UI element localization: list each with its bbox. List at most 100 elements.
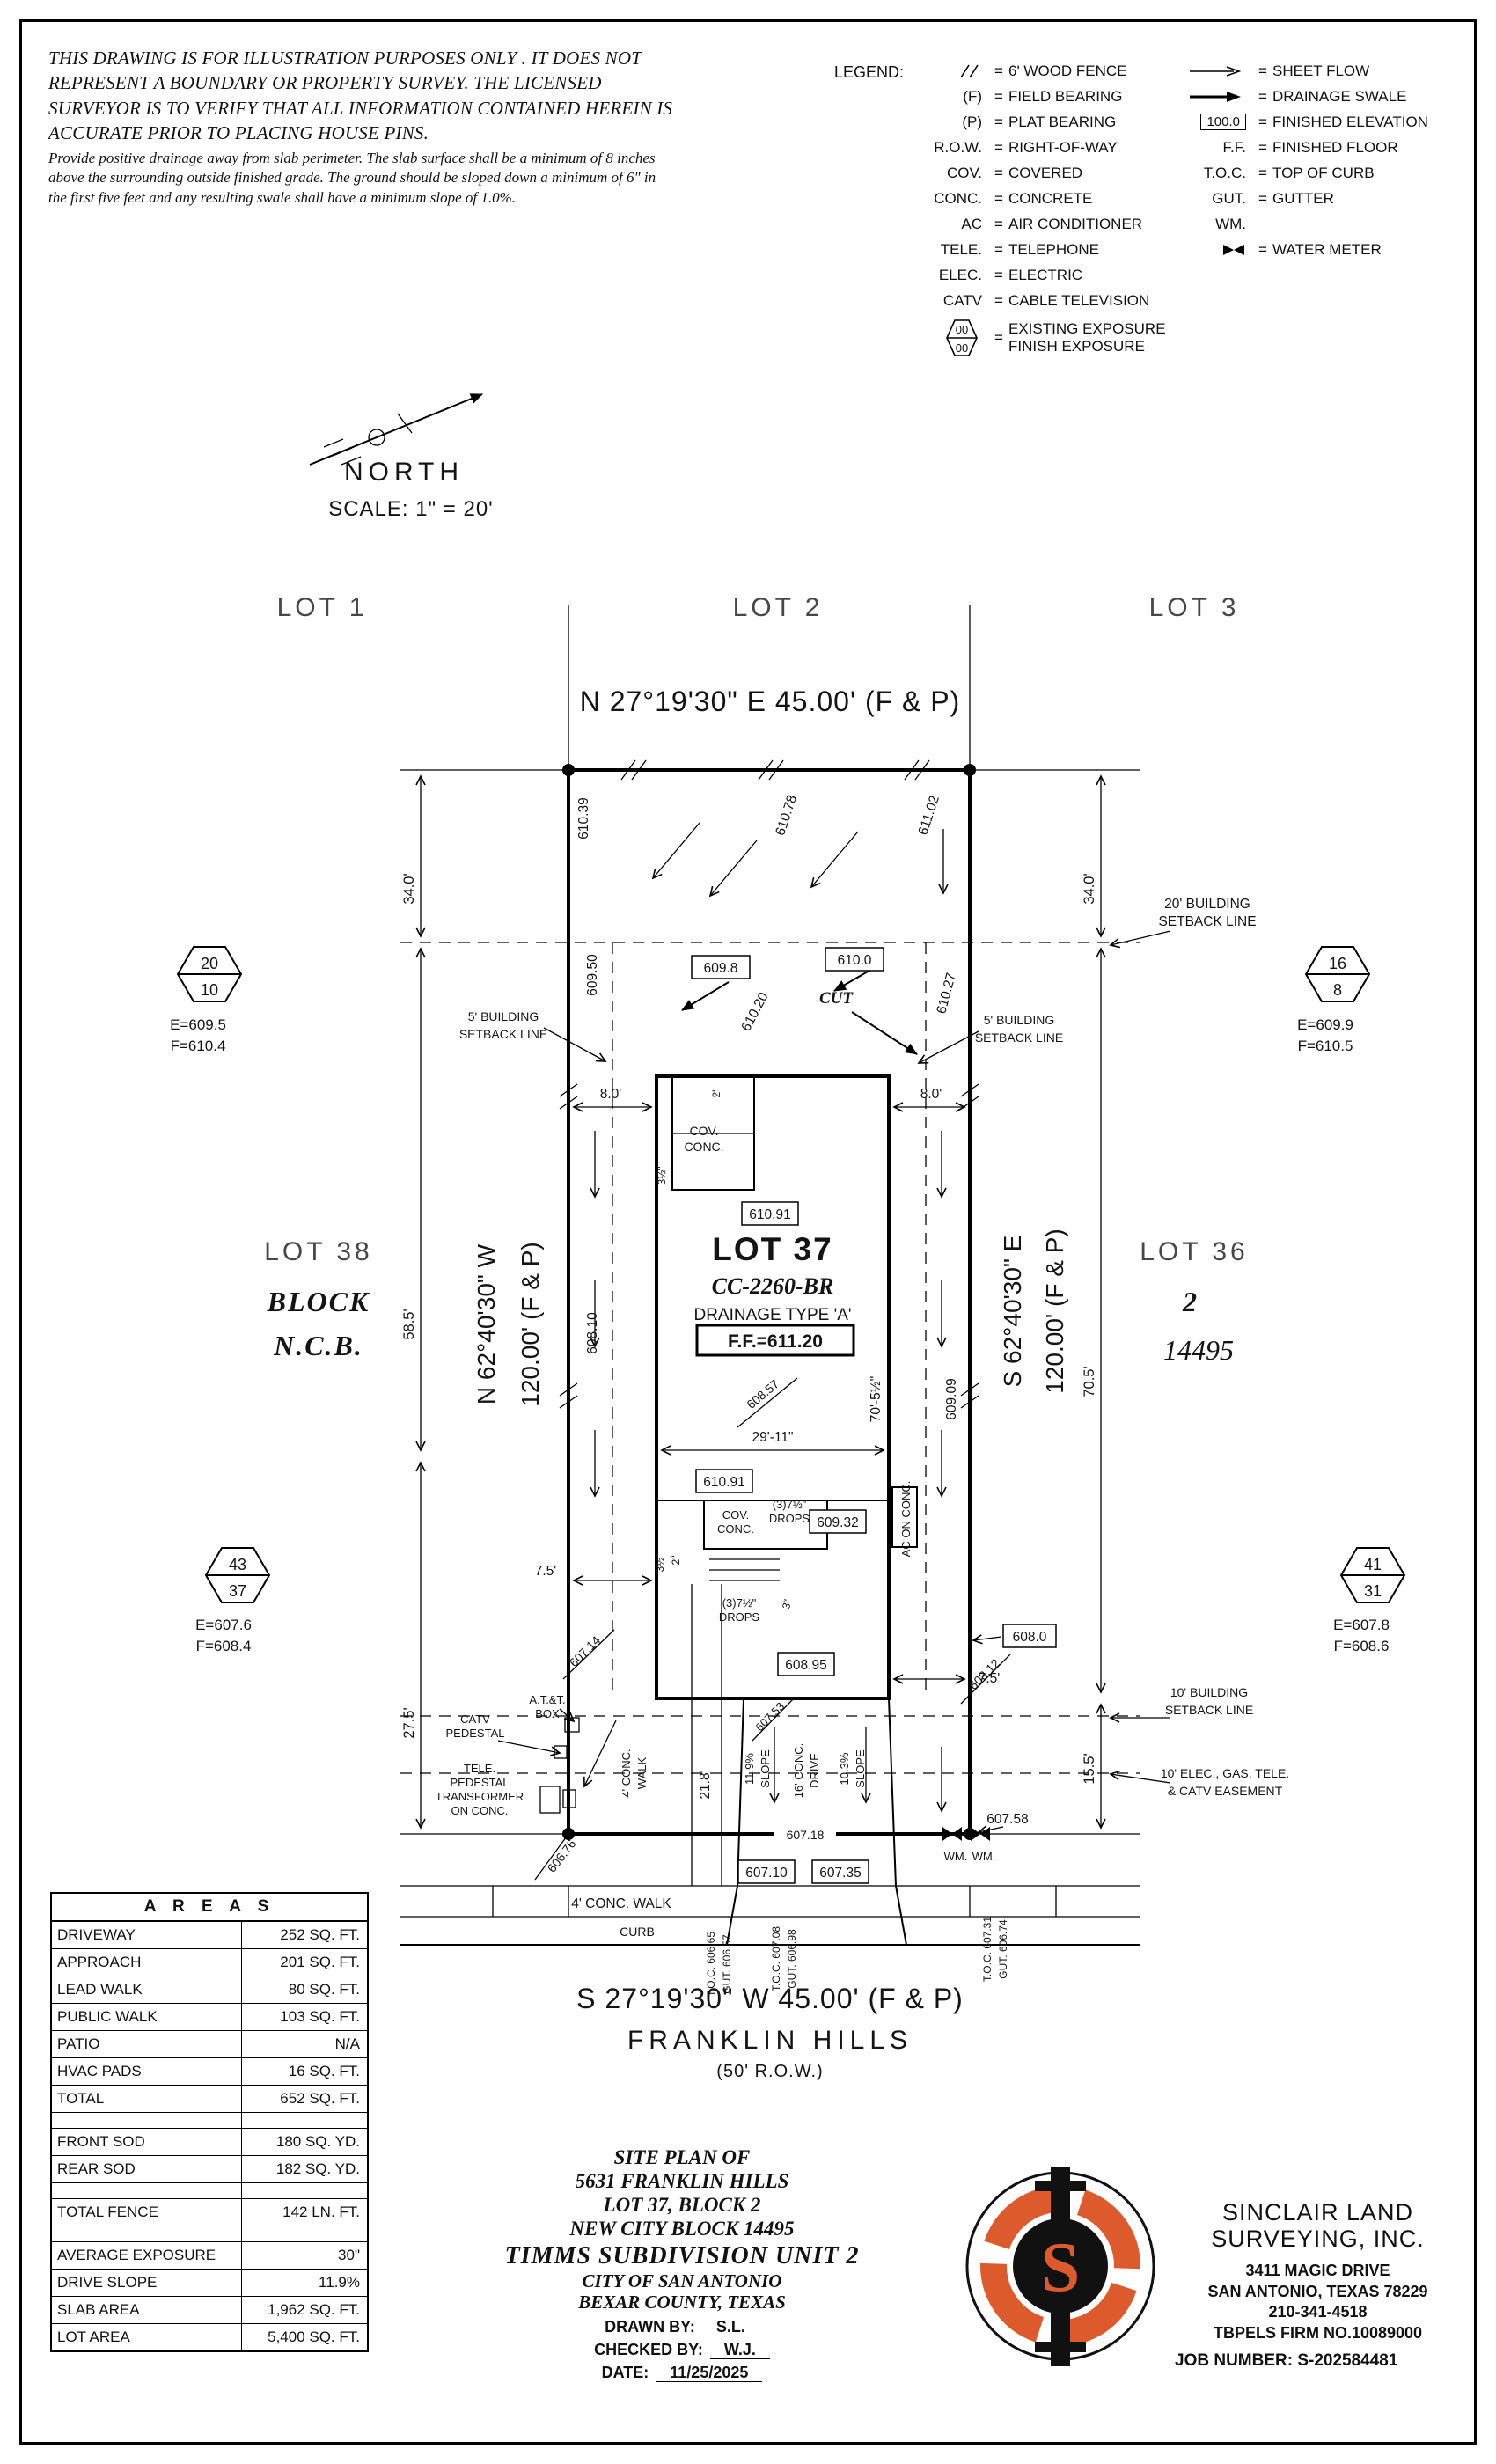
firm-license: TBPELS FIRM NO.10089000 xyxy=(1213,2323,1423,2342)
scale-label: SCALE: 1" = 20' xyxy=(328,497,494,521)
date-line: DATE:11/25/2025 xyxy=(480,2364,884,2383)
boxed-elevations: 609.8 610.0 610.91 610.91 609.32 608.0 6… xyxy=(691,947,1057,1884)
legend-row: 100.0 = FINISHED ELEVATION xyxy=(1170,109,1461,135)
ncb-number: 14495 xyxy=(1163,1334,1234,1366)
covered-concrete-label: CONC. xyxy=(717,1522,754,1536)
catv-pedestal-label: PEDESTAL xyxy=(446,1727,505,1740)
dimension-label: 15.5' xyxy=(1082,1753,1097,1784)
equals-sign: = xyxy=(1258,113,1267,130)
lead-walk-label: WALK xyxy=(635,1756,649,1789)
spot-elevation: 607.14 xyxy=(567,1633,604,1670)
spot-elevation: 606.76 xyxy=(545,1837,579,1875)
gutter-label: GUT. 606.57 xyxy=(721,1934,733,1994)
water-meter-label: WM. xyxy=(972,1850,996,1863)
concrete-drive-label: 16' CONC. xyxy=(792,1743,805,1798)
spot-elevation: 610.39 xyxy=(576,797,591,839)
east-boundary-distance: 120.00' (F & P) xyxy=(1041,1228,1068,1393)
finished-elevation-box-icon: 100.0 xyxy=(1170,114,1253,130)
dimension-label: 3½" xyxy=(654,1554,666,1573)
gutter-label: GUT. 606.98 xyxy=(786,1929,798,1989)
drainage-swale-arrow-icon xyxy=(1170,91,1253,103)
sinclair-logo: S xyxy=(965,2167,1155,2366)
steps-label: (3)7½" xyxy=(722,1596,757,1610)
covered-concrete-label: COV. xyxy=(690,1124,719,1138)
legend-row: WM. xyxy=(1170,211,1461,237)
exposure-marker-se: 41 31 E=607.8 F=608.6 xyxy=(1333,1547,1406,1654)
legend-symbol: ELEC. xyxy=(938,266,982,283)
title-address: 5631 FRANKLIN HILLS xyxy=(575,2170,789,2193)
legend-row: = SHEET FLOW xyxy=(1170,58,1461,84)
legend-text: CONCRETE xyxy=(1008,189,1093,207)
drive-slope-label: 10.3% xyxy=(838,1752,851,1785)
equals-sign: = xyxy=(1258,240,1267,258)
lot1-label: LOT 1 xyxy=(277,593,368,622)
label-leaders xyxy=(497,930,1171,1836)
legend-row: GUT. = GUTTER xyxy=(1170,186,1461,211)
covered-concrete-label: CONC. xyxy=(684,1140,723,1154)
legend-column-right: = SHEET FLOW = DRAINAGE SWALE 100.0 = FI… xyxy=(1170,58,1461,262)
equals-sign: = xyxy=(1258,138,1267,156)
lot3-label: LOT 3 xyxy=(1149,593,1240,622)
exposure-finish-value: 8 xyxy=(1333,981,1342,999)
elevation-label: 609.32 xyxy=(817,1515,858,1530)
table-row-spacer xyxy=(52,2226,367,2242)
spot-elevation: 607.58 xyxy=(986,1812,1028,1827)
legend-text: EXISTING EXPOSURE FINISH EXPOSURE xyxy=(1008,320,1166,355)
elevation-label: 608.95 xyxy=(785,1658,826,1673)
exposure-finish-value: 31 xyxy=(1364,1582,1382,1600)
west-boundary-bearing: N 62°40'30" W xyxy=(473,1243,500,1404)
legend-text: FIELD BEARING xyxy=(1008,87,1123,105)
elevation-label: 607.35 xyxy=(819,1866,861,1881)
legend-symbol: AC xyxy=(961,215,982,232)
exposure-hexagon-icon: 00 00 xyxy=(906,315,989,361)
north-arrow xyxy=(309,393,483,466)
lead-walk-label: 4' CONC. xyxy=(620,1749,633,1797)
firm-phone: 210-341-4518 xyxy=(1268,2303,1368,2321)
south-boundary-bearing: S 27°19'30" W 45.00' (F & P) xyxy=(576,1983,964,2014)
gutter-label: GUT. 606.74 xyxy=(997,1919,1009,1979)
equals-sign: = xyxy=(1258,164,1267,181)
existing-elevation-label: E=609.5 xyxy=(170,1016,226,1033)
dimension-label: 3½" xyxy=(656,1167,668,1185)
spot-elevation: 607.18 xyxy=(787,1828,825,1842)
finish-elevation-label: F=608.6 xyxy=(1334,1638,1390,1654)
legend-symbol: CATV xyxy=(942,291,982,309)
dimension-label: 8.0' xyxy=(600,1087,622,1102)
elevation-label: 610.0 xyxy=(838,953,872,968)
legend-symbol: (F) xyxy=(963,87,982,105)
legend-column-left: = 6' WOOD FENCE (F) = FIELD BEARING (P) … xyxy=(906,58,1170,363)
title-county: BEXAR COUNTY, TEXAS xyxy=(578,2292,786,2314)
setback20-label: SETBACK LINE xyxy=(1158,914,1256,929)
checked-by-value: W.J. xyxy=(709,2341,770,2360)
exposure-finish-value: 10 xyxy=(201,981,218,999)
legend-symbol: GUT. xyxy=(1212,189,1246,207)
elevation-label: 608.0 xyxy=(1013,1630,1047,1645)
legend-row: TELE. = TELEPHONE xyxy=(906,237,1170,262)
easement-label: & CATV EASEMENT xyxy=(1168,1784,1283,1798)
exposure-marker-ne: 16 8 E=609.9 F=610.5 xyxy=(1297,946,1371,1054)
title-subdivision: TIMMS SUBDIVISION UNIT 2 xyxy=(504,2241,860,2270)
easement-label: 10' ELEC., GAS, TELE. xyxy=(1161,1766,1289,1780)
tele-pedestal-label: TELE. xyxy=(464,1762,495,1775)
dimension-label: 34.0' xyxy=(401,873,417,904)
drawn-by-label: DRAWN BY: xyxy=(605,2318,695,2336)
spot-elevation: 609.50 xyxy=(585,954,600,996)
dimension-label: 7.5' xyxy=(535,1564,557,1579)
legend-symbol: COV. xyxy=(946,164,982,181)
equals-sign: = xyxy=(1258,87,1267,105)
legend-text: GUTTER xyxy=(1272,189,1334,207)
steps-label: DROPS xyxy=(769,1512,810,1525)
drawn-by-line: DRAWN BY:S.L. xyxy=(480,2318,884,2337)
legend-text: RIGHT-OF-WAY xyxy=(1008,138,1118,156)
block-number: 2 xyxy=(1182,1286,1197,1317)
dimension-label: 8.0' xyxy=(920,1087,942,1102)
property-lines xyxy=(400,605,1140,1840)
legend-row: = WATER METER xyxy=(1170,237,1461,262)
drive-slope-label: SLOPE xyxy=(759,1749,772,1788)
checked-by-line: CHECKED BY:W.J. xyxy=(480,2341,884,2360)
